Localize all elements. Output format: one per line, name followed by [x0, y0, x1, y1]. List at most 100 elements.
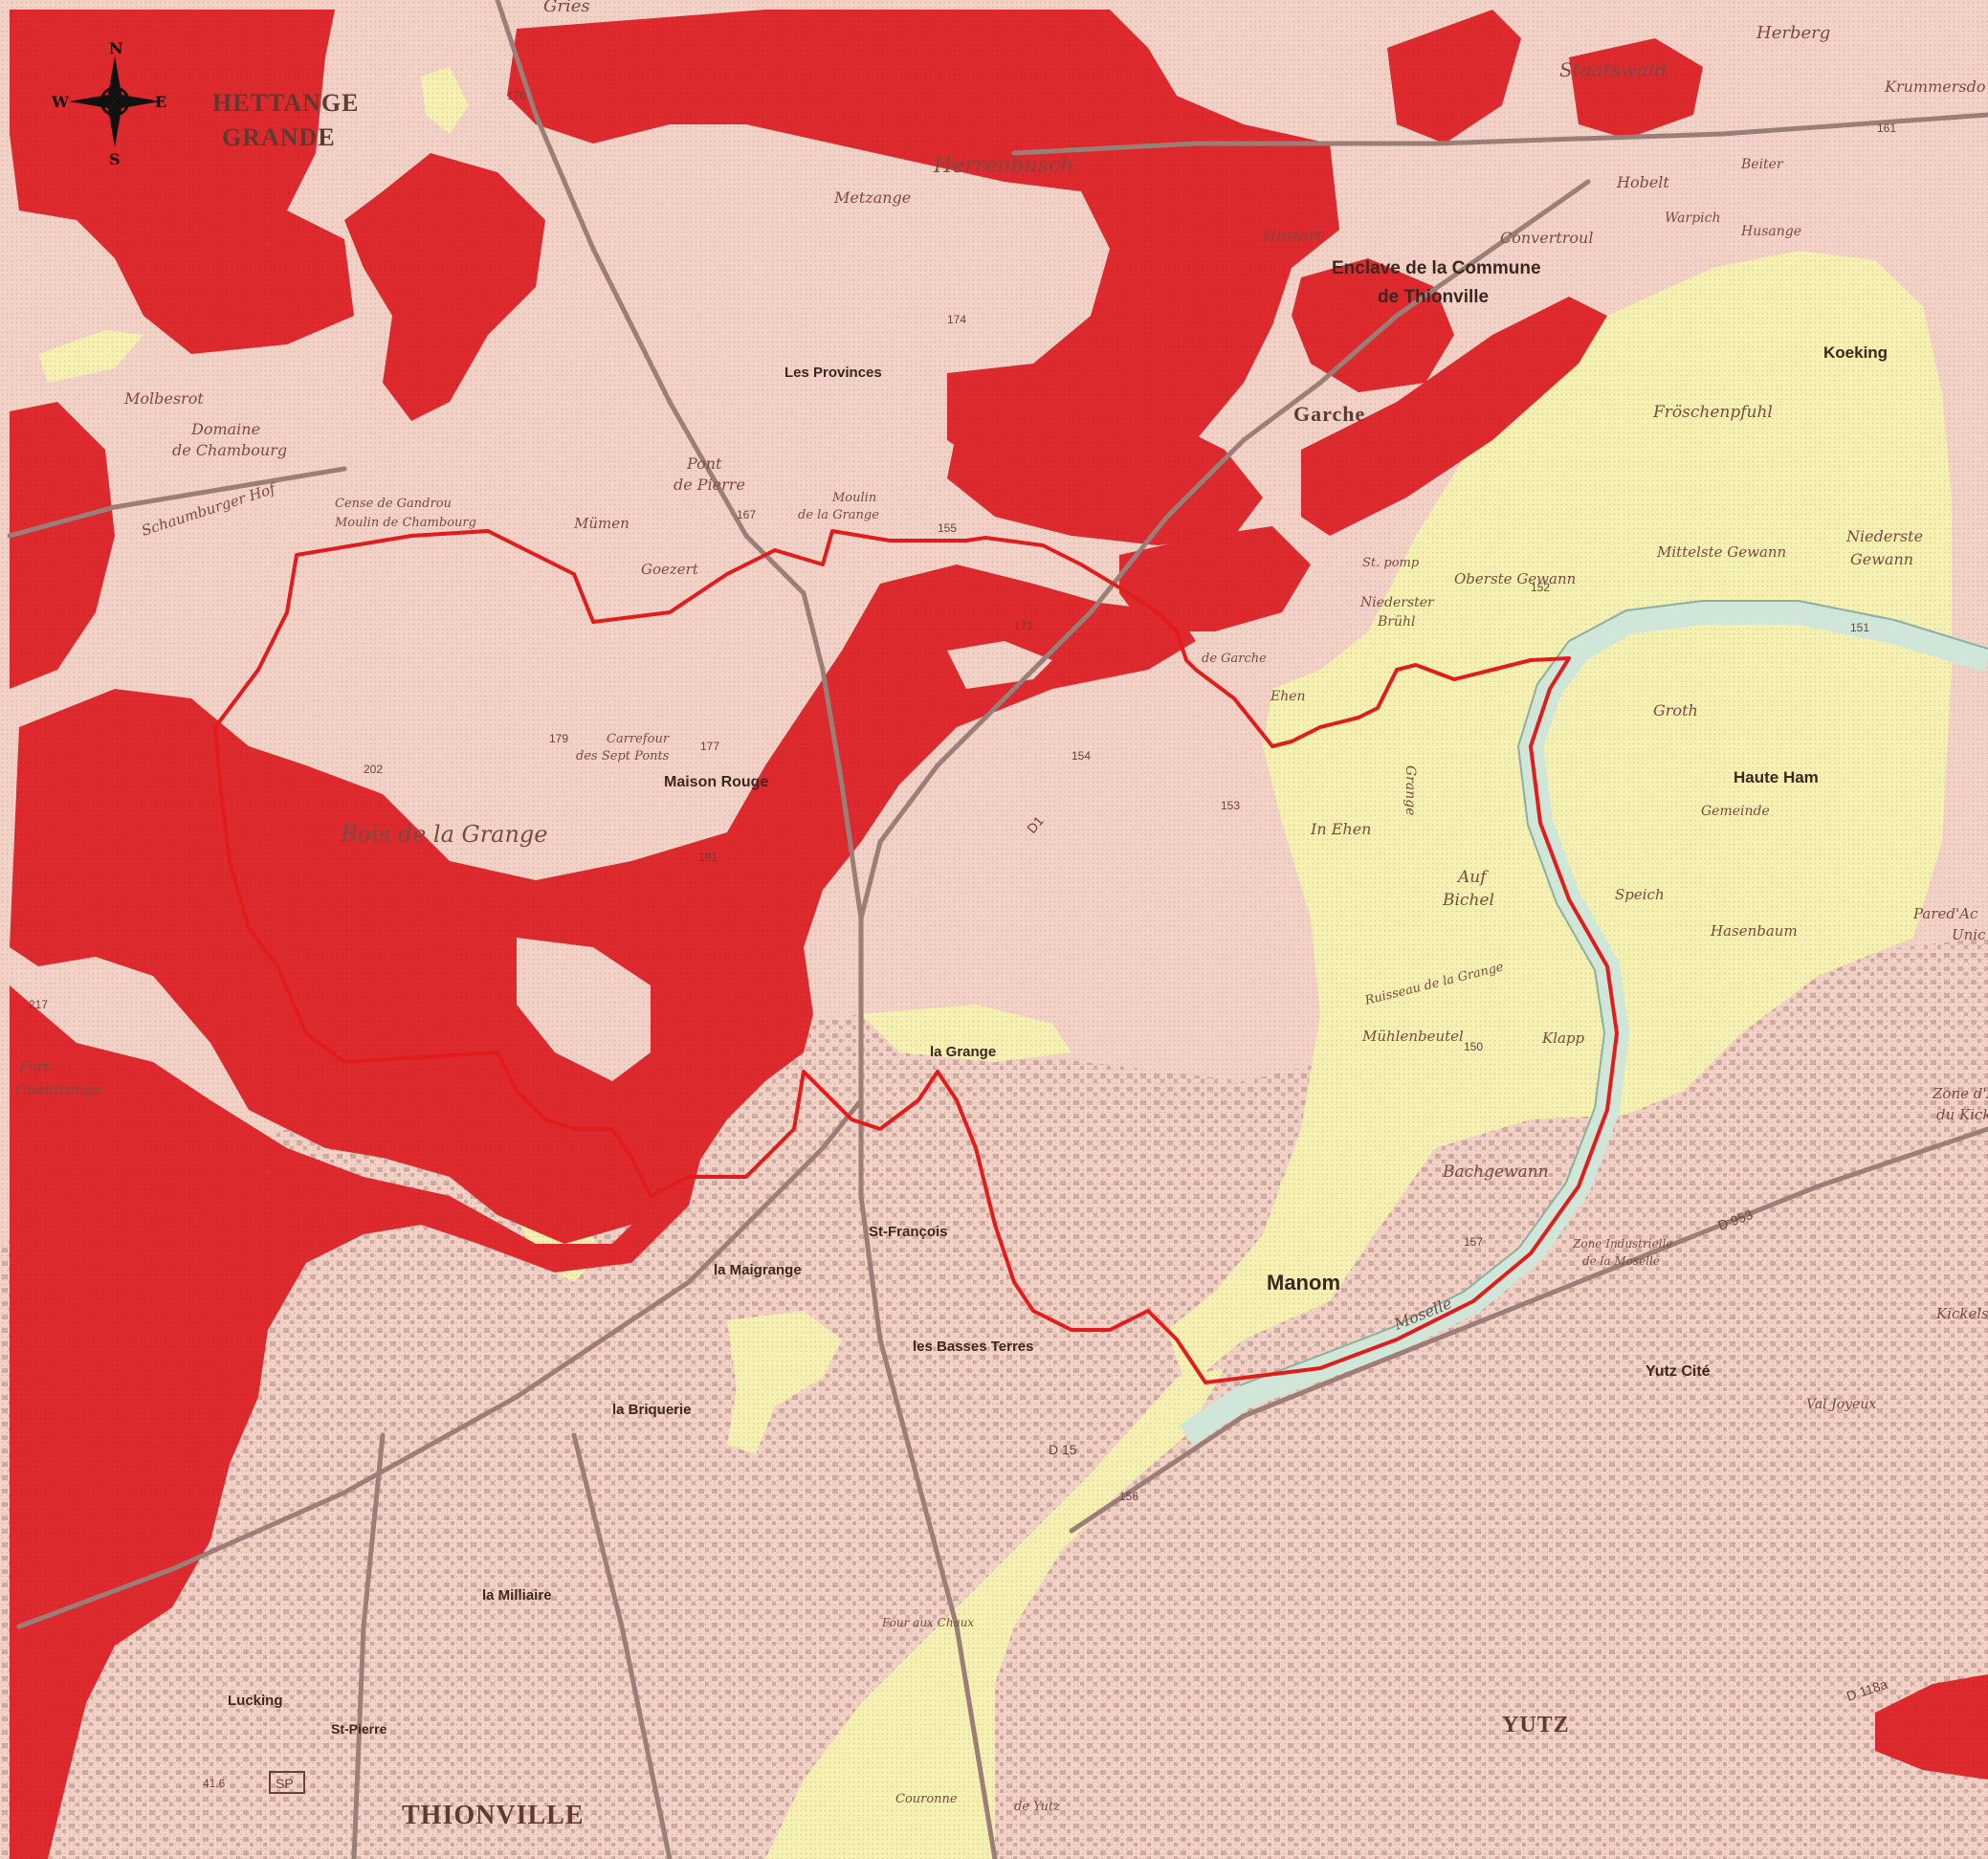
- label-husange: Husange: [1740, 224, 1801, 239]
- label-niederster-1: Niederster: [1359, 595, 1435, 610]
- alt-label: 179: [549, 732, 568, 745]
- label-molbesrot: Molbesrot: [123, 389, 204, 408]
- label-gemeinde: Gemeinde: [1701, 804, 1770, 819]
- label-grange: Grange: [1403, 765, 1418, 816]
- alt-label: 170: [507, 89, 526, 102]
- alt-label: 150: [1464, 1040, 1483, 1053]
- alt-label: 161: [1877, 122, 1896, 135]
- label-st-pomp: St. pomp: [1362, 556, 1420, 570]
- label-domaine-2: de Chambourg: [172, 441, 287, 459]
- label-oberste: Oberste Gewann: [1454, 570, 1576, 587]
- sp-marker-label: SP: [276, 1776, 294, 1791]
- label-in-ehen: In Ehen: [1310, 820, 1371, 838]
- label-la-grange: la Grange: [930, 1044, 996, 1060]
- label-gries: Gries: [543, 0, 590, 16]
- label-pared-1: Pared'Ac: [1912, 905, 1978, 922]
- label-niederste-2: Gewann: [1850, 550, 1913, 568]
- road-d953: [1069, 1126, 1988, 1534]
- label-four-chaux: Four aux Chaux: [881, 1616, 974, 1629]
- road-southwest-diagonal: [16, 1097, 864, 1629]
- label-mumen: Mümen: [573, 515, 630, 532]
- label-pared-2: Unic: [1952, 926, 1986, 943]
- sp-marker: [269, 1771, 305, 1794]
- label-mittelste: Mittelste Gewann: [1656, 543, 1786, 561]
- label-couronne: Couronne: [895, 1792, 958, 1806]
- alt-label: 217: [29, 998, 48, 1011]
- roads: [7, 0, 1988, 1859]
- label-herberg: Herberg: [1756, 23, 1830, 43]
- label-la-briquerie: la Briquerie: [612, 1402, 692, 1418]
- label-domaine-1: Domaine: [190, 420, 260, 438]
- moselle-river-edge: [1239, 600, 1988, 1386]
- label-cense-1: Cense de Gandrou: [335, 497, 452, 511]
- compass-rose-icon: N S E W: [51, 39, 166, 168]
- label-maison-rouge: Maison Rouge: [664, 774, 768, 790]
- label-niederster-2: Brühl: [1377, 614, 1416, 630]
- label-bachgewann: Bachgewann: [1442, 1162, 1549, 1182]
- label-muhlenbeutel: Mühlenbeutel: [1361, 1028, 1464, 1045]
- label-yutz-cite: Yutz Cité: [1646, 1363, 1711, 1380]
- label-la-milliaire: la Milliaire: [482, 1587, 552, 1604]
- label-pont-1: Pont: [686, 454, 722, 473]
- label-de-garche: de Garche: [1202, 652, 1267, 666]
- label-ehen: Ehen: [1270, 689, 1306, 704]
- label-pont-2: de Pierre: [674, 476, 745, 494]
- label-convertroul: Convertroul: [1500, 229, 1593, 247]
- label-cense-2: Moulin de Chambourg: [334, 516, 476, 530]
- label-lucking: Lucking: [228, 1693, 283, 1709]
- alt-label: 156: [1119, 1490, 1138, 1503]
- label-moulin-2: de la Grange: [798, 508, 879, 522]
- label-auf-1: Auf: [1456, 868, 1489, 887]
- label-hettange-1: HETTANGE: [212, 89, 359, 117]
- label-les-provinces: Les Provinces: [784, 365, 882, 381]
- alt-label: 171: [1014, 619, 1033, 632]
- altitude-labels: 170 174 155 153 152 151 150 202 191 179 …: [29, 89, 1896, 1790]
- label-moulin-1: Moulin: [831, 491, 876, 505]
- alt-label: 151: [1850, 621, 1869, 634]
- label-koeking: Koeking: [1823, 343, 1888, 362]
- alt-label: 191: [698, 851, 718, 864]
- label-basses-terres: les Basses Terres: [913, 1339, 1033, 1355]
- road-vertical-center: [351, 1432, 386, 1859]
- alt-label: 152: [1531, 581, 1550, 594]
- road-label-d15: D 15: [1049, 1442, 1077, 1457]
- label-yutz: YUTZ: [1502, 1713, 1570, 1737]
- commune-boundary: [213, 529, 1619, 1384]
- alt-label: 157: [1464, 1235, 1483, 1249]
- label-klapp: Klapp: [1541, 1029, 1585, 1047]
- label-auf-2: Bichel: [1442, 891, 1494, 910]
- label-groth: Groth: [1653, 701, 1698, 719]
- compass-north: N: [109, 39, 123, 57]
- label-val-joyeux: Val Joyeux: [1806, 1397, 1876, 1412]
- label-zone-ind-1: Zone Industrielle: [1572, 1237, 1673, 1250]
- road-rail-north: [495, 0, 998, 1859]
- label-zone-2: du Kicke: [1936, 1106, 1988, 1123]
- label-fort-2: Guentrange: [15, 1081, 102, 1098]
- road-south-center: [571, 1432, 673, 1859]
- label-bois-grange: Bois de la Grange: [340, 821, 548, 848]
- label-carrefour-1: Carrefour: [607, 732, 670, 746]
- compass-south: S: [109, 150, 121, 168]
- alt-label: 174: [947, 313, 966, 326]
- label-fort-yutz: de Yutz: [1014, 1800, 1060, 1814]
- label-speich: Speich: [1615, 886, 1665, 903]
- label-st-francois: St-François: [869, 1224, 948, 1240]
- label-zone-ind-2: de la Moselle: [1582, 1254, 1660, 1268]
- label-kickels: Kickels: [1935, 1305, 1988, 1322]
- alt-label: 155: [938, 521, 957, 535]
- label-metzange: Metzange: [833, 188, 911, 207]
- compass-east: E: [155, 93, 166, 111]
- road-d1: [858, 179, 1591, 921]
- label-niederste-1: Niederste: [1845, 527, 1923, 545]
- label-herrenbusch: Herrenbusch: [933, 154, 1073, 178]
- label-staatswald: Staatswald: [1559, 58, 1667, 81]
- label-thionville: THIONVILLE: [402, 1801, 585, 1830]
- alt-label: 41.6: [203, 1777, 226, 1790]
- label-hasenbaum: Hasenbaum: [1710, 922, 1798, 940]
- alt-label: 202: [364, 763, 383, 776]
- alt-label: 153: [1221, 799, 1240, 812]
- label-hettange-2: GRANDE: [222, 123, 336, 151]
